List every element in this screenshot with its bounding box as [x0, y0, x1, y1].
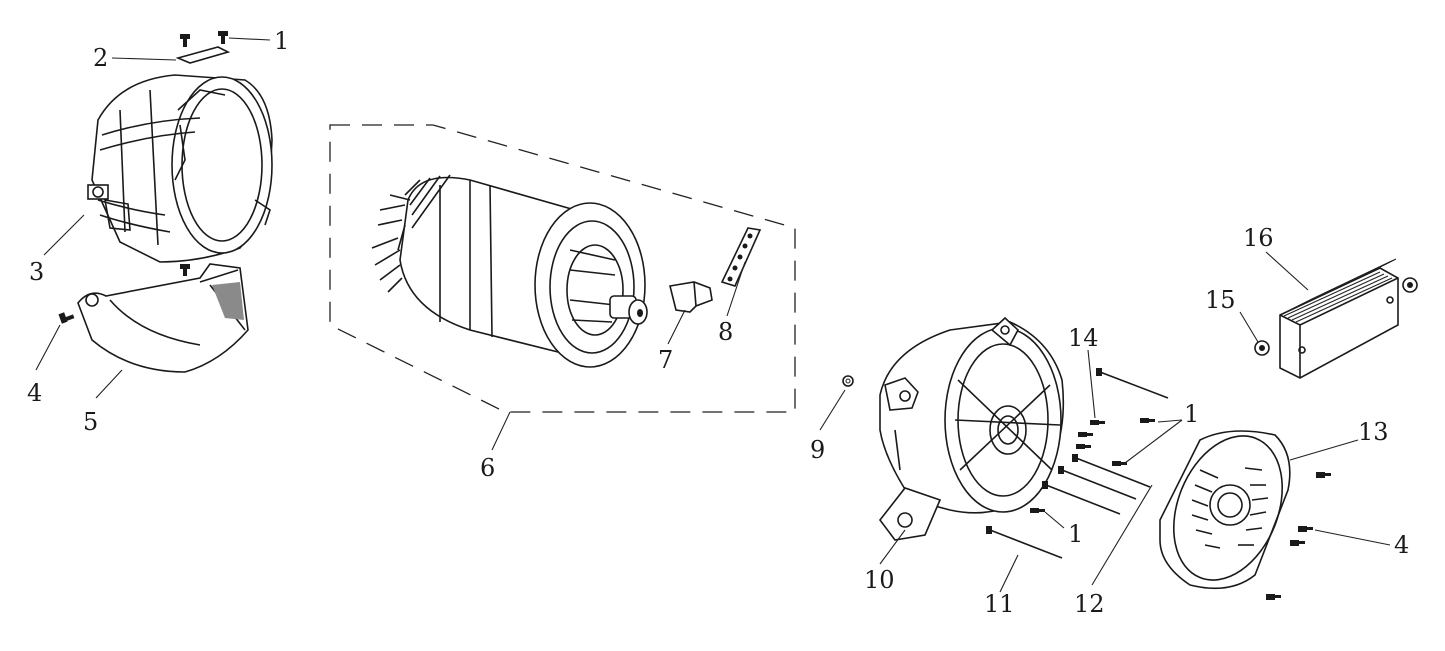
callout-16: 16 — [1243, 224, 1274, 252]
part-heatsink-module — [1279, 258, 1399, 379]
part-screw-left — [58, 312, 75, 324]
callout-11: 11 — [984, 590, 1015, 618]
part-fan-housing — [87, 74, 273, 263]
part-long-bolts — [986, 368, 1169, 559]
callout-13: 13 — [1358, 418, 1389, 446]
callout-1-right: 1 — [1184, 400, 1199, 428]
part-end-cover — [1159, 430, 1291, 590]
part-cover-screws — [1266, 472, 1331, 600]
leader-lines — [35, 37, 1391, 593]
part-fan-guard — [77, 263, 249, 373]
callout-15: 15 — [1205, 286, 1236, 314]
callout-2: 2 — [93, 44, 108, 72]
callout-5: 5 — [83, 408, 98, 436]
callout-10: 10 — [864, 566, 895, 594]
part-end-housing — [878, 316, 1065, 541]
part-bracket — [175, 46, 231, 64]
callout-12: 12 — [1074, 590, 1105, 618]
part-small-screws — [1030, 418, 1155, 513]
callout-14: 14 — [1068, 324, 1099, 352]
callout-3: 3 — [29, 258, 44, 286]
part-screw-guard-top — [180, 264, 190, 276]
callout-4-right: 4 — [1394, 531, 1409, 559]
part-nut — [1254, 277, 1418, 356]
part-brush-holder — [669, 281, 713, 313]
callout-1: 1 — [274, 27, 289, 55]
callout-7: 7 — [658, 346, 673, 374]
part-rotor-stator — [371, 174, 648, 368]
callout-1-lower: 1 — [1068, 520, 1083, 548]
callout-4: 4 — [27, 379, 42, 407]
assembly-dashed-outline — [329, 124, 796, 413]
callout-9: 9 — [810, 436, 825, 464]
part-terminal-strip — [720, 227, 762, 287]
callout-labels: 1 2 3 4 5 6 7 8 9 14 1 1 10 11 12 13 4 1… — [27, 27, 1409, 618]
callout-6: 6 — [480, 454, 495, 482]
part-screw-top — [180, 31, 228, 47]
part-washer — [842, 375, 854, 387]
callout-8: 8 — [718, 318, 733, 346]
